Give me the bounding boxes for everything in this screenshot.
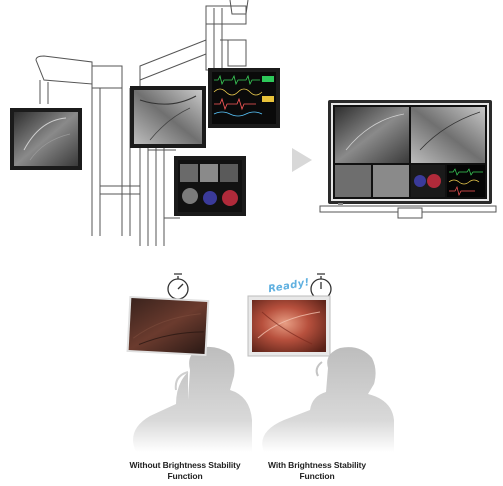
arrow-right-icon xyxy=(292,148,312,172)
monitor-vitals xyxy=(208,68,280,128)
caption-without: Without Brightness Stability Function xyxy=(120,460,250,482)
viewer-silhouette-right xyxy=(262,347,394,452)
monitor-ct xyxy=(174,156,246,216)
stopwatch-icon-left xyxy=(167,273,189,300)
caption-without-line2: Function xyxy=(167,471,203,481)
caption-with-line1: With Brightness Stability xyxy=(267,460,366,470)
monitor-dim xyxy=(126,295,210,357)
caption-with-line2: Function xyxy=(299,471,335,481)
caption-without-line1: Without Brightness Stability xyxy=(129,460,241,470)
large-monitor xyxy=(319,100,497,219)
viewer-silhouette-left xyxy=(133,346,252,452)
monitor-left xyxy=(10,108,82,170)
caption-with: With Brightness Stability Function xyxy=(252,460,382,482)
monitor-bright xyxy=(247,295,331,357)
monitor-center xyxy=(130,86,206,148)
